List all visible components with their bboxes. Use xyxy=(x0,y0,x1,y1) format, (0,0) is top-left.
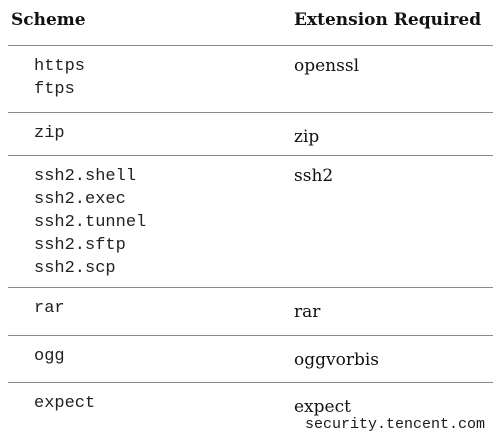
extension-cell: oggvorbis xyxy=(294,350,380,370)
scheme-name: zip xyxy=(34,124,65,143)
scheme-name: ftps xyxy=(34,80,75,99)
scheme-cell: ssh2.shell ssh2.exec ssh2.tunnel ssh2.sf… xyxy=(34,165,146,280)
scheme-extension-table: Scheme Extension Required https ftps ope… xyxy=(8,0,493,423)
table-row: zip zip xyxy=(8,113,493,156)
scheme-cell: ogg xyxy=(34,345,65,368)
scheme-name: ssh2.sftp xyxy=(34,236,126,255)
scheme-name: ssh2.scp xyxy=(34,259,116,278)
scheme-name: rar xyxy=(34,299,65,318)
table-header: Scheme Extension Required xyxy=(8,0,493,46)
header-extension-required: Extension Required xyxy=(294,10,482,30)
scheme-name: ssh2.exec xyxy=(34,190,126,209)
extension-cell: expect xyxy=(294,397,351,417)
scheme-name: ssh2.shell xyxy=(34,167,137,186)
scheme-cell: zip xyxy=(34,122,65,145)
table-row: rar rar xyxy=(8,288,493,336)
scheme-name: ssh2.tunnel xyxy=(34,213,147,232)
scheme-name: https xyxy=(34,57,86,76)
watermark: security.tencent.com xyxy=(302,416,487,434)
extension-cell: rar xyxy=(294,302,321,322)
table-row: ogg oggvorbis xyxy=(8,336,493,383)
scheme-cell: expect xyxy=(34,392,95,415)
scheme-cell: https ftps xyxy=(34,55,85,101)
scheme-cell: rar xyxy=(34,297,65,320)
scheme-name: ogg xyxy=(34,347,65,366)
table-row: https ftps openssl xyxy=(8,46,493,113)
extension-cell: openssl xyxy=(294,56,360,76)
table-row: ssh2.shell ssh2.exec ssh2.tunnel ssh2.sf… xyxy=(8,156,493,288)
table-row: expect expect xyxy=(8,383,493,423)
extension-cell: zip xyxy=(294,127,320,147)
scheme-name: expect xyxy=(34,394,96,413)
extension-cell: ssh2 xyxy=(294,166,334,186)
header-scheme: Scheme xyxy=(11,10,86,30)
